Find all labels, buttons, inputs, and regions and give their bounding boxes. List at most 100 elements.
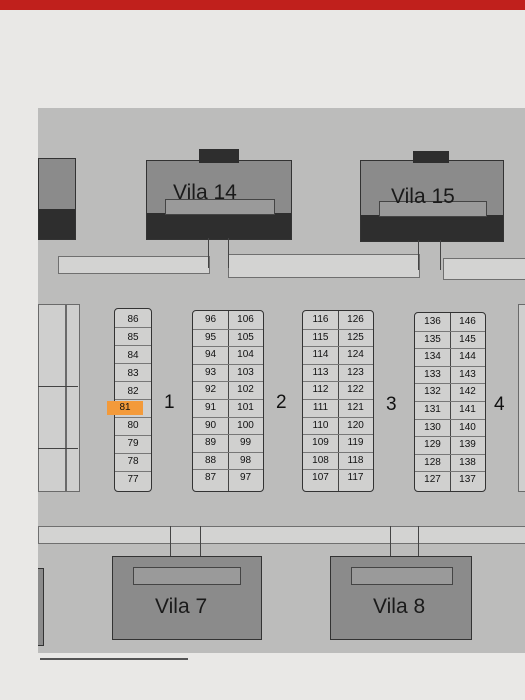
parking-block-1: 86 85 84 83 82 81 80 79 78 77 [107, 308, 152, 492]
parking-space[interactable]: 99 [239, 437, 252, 449]
left-lot-divider [38, 386, 78, 387]
parking-space[interactable]: 109 [312, 437, 329, 449]
parking-space[interactable]: 130 [424, 421, 441, 433]
parking-space[interactable]: 93 [204, 366, 217, 378]
parking-space[interactable]: 112 [312, 384, 329, 396]
parking-space[interactable]: 141 [459, 404, 476, 415]
parking-space[interactable]: 90 [204, 419, 217, 431]
parking-space[interactable]: 89 [204, 437, 217, 449]
parking-space[interactable]: 119 [347, 437, 364, 449]
parking-space[interactable]: 96 [204, 314, 217, 325]
parking-space[interactable]: 127 [424, 474, 441, 486]
parking-space[interactable]: 122 [347, 384, 364, 396]
roof-dark [39, 209, 75, 239]
parking-space[interactable]: 103 [237, 366, 254, 378]
parking-space[interactable]: 84 [127, 350, 139, 361]
parking-space[interactable]: 88 [204, 454, 217, 466]
parking-space[interactable]: 79 [127, 438, 139, 449]
parking-space[interactable]: 117 [347, 472, 364, 484]
vila-7-building: Vila 7 [112, 556, 262, 640]
space-divider [303, 363, 373, 365]
parking-space-highlighted[interactable]: 81 [107, 401, 143, 415]
upper-path [443, 258, 525, 280]
parking-space[interactable]: 94 [204, 349, 217, 361]
space-divider [303, 381, 373, 383]
parking-space[interactable]: 77 [127, 474, 139, 485]
space-divider [303, 416, 373, 418]
red-top-edge [0, 0, 525, 12]
vila-14-building: Vila 14 [146, 149, 292, 240]
parking-space[interactable]: 121 [347, 402, 364, 413]
space-divider [193, 416, 263, 418]
space-divider [193, 451, 263, 453]
parking-space[interactable]: 136 [424, 316, 441, 327]
parking-space[interactable]: 82 [127, 386, 139, 397]
parking-space[interactable]: 91 [204, 402, 217, 413]
block-1-label: 1 [164, 392, 175, 413]
parking-space[interactable]: 114 [312, 349, 329, 361]
parking-space[interactable]: 146 [459, 316, 476, 327]
right-edge-strip [518, 304, 525, 492]
space-divider [193, 328, 263, 330]
parking-space[interactable]: 107 [312, 472, 329, 484]
space-divider [303, 328, 373, 330]
parking-space[interactable]: 111 [312, 402, 329, 413]
parking-space[interactable]: 110 [312, 419, 329, 431]
parking-space[interactable]: 138 [459, 456, 476, 468]
parking-space[interactable]: 87 [204, 472, 217, 484]
path-connector [418, 526, 419, 556]
parking-space[interactable]: 115 [312, 331, 329, 343]
parking-space[interactable]: 134 [424, 351, 441, 363]
parking-space[interactable]: 101 [237, 402, 254, 413]
parking-space[interactable]: 104 [237, 349, 254, 361]
parking-space[interactable]: 118 [347, 454, 364, 466]
parking-space[interactable]: 100 [237, 419, 254, 431]
upper-path [228, 254, 420, 278]
parking-space[interactable]: 98 [239, 454, 252, 466]
parking-space[interactable]: 106 [237, 314, 254, 325]
parking-space[interactable]: 143 [459, 368, 476, 380]
space-divider [303, 434, 373, 436]
parking-space[interactable]: 116 [312, 314, 329, 325]
space-divider [193, 381, 263, 383]
parking-space[interactable]: 95 [204, 331, 217, 343]
parking-space[interactable]: 144 [459, 351, 476, 363]
parking-space[interactable]: 126 [347, 314, 364, 325]
parking-space[interactable]: 137 [459, 474, 476, 486]
parking-space[interactable]: 139 [459, 439, 476, 451]
parking-space[interactable]: 86 [127, 314, 139, 325]
parking-space[interactable]: 85 [127, 332, 139, 343]
parking-space[interactable]: 92 [204, 384, 217, 396]
space-divider [115, 453, 151, 454]
path-connector [418, 240, 419, 270]
parking-space[interactable]: 125 [347, 331, 364, 343]
space-divider [303, 469, 373, 471]
parking-space[interactable]: 140 [459, 421, 476, 433]
parking-space[interactable]: 123 [347, 366, 364, 378]
parking-space[interactable]: 124 [347, 349, 364, 361]
space-divider [303, 346, 373, 348]
vila-15-building: Vila 15 [360, 151, 504, 242]
parking-space[interactable]: 78 [127, 456, 139, 467]
parking-space[interactable]: 108 [312, 454, 329, 466]
parking-space[interactable]: 133 [424, 368, 441, 380]
parking-space[interactable]: 132 [424, 386, 441, 398]
parking-space[interactable]: 129 [424, 439, 441, 451]
roof-dark [361, 215, 503, 241]
parking-space[interactable]: 142 [459, 386, 476, 398]
space-divider [115, 417, 151, 418]
parking-space[interactable]: 128 [424, 456, 441, 468]
space-divider [415, 348, 485, 350]
parking-space[interactable]: 120 [347, 419, 364, 431]
parking-space[interactable]: 102 [237, 384, 254, 396]
parking-space[interactable]: 113 [312, 366, 329, 378]
parking-space[interactable]: 80 [127, 420, 139, 431]
parking-space[interactable]: 135 [424, 333, 441, 345]
parking-space[interactable]: 145 [459, 333, 476, 345]
block-divider [228, 311, 229, 491]
parking-space[interactable]: 97 [239, 472, 252, 484]
parking-space[interactable]: 105 [237, 331, 254, 343]
lower-path [38, 526, 525, 544]
parking-space[interactable]: 131 [424, 404, 441, 415]
parking-space[interactable]: 83 [127, 368, 139, 379]
